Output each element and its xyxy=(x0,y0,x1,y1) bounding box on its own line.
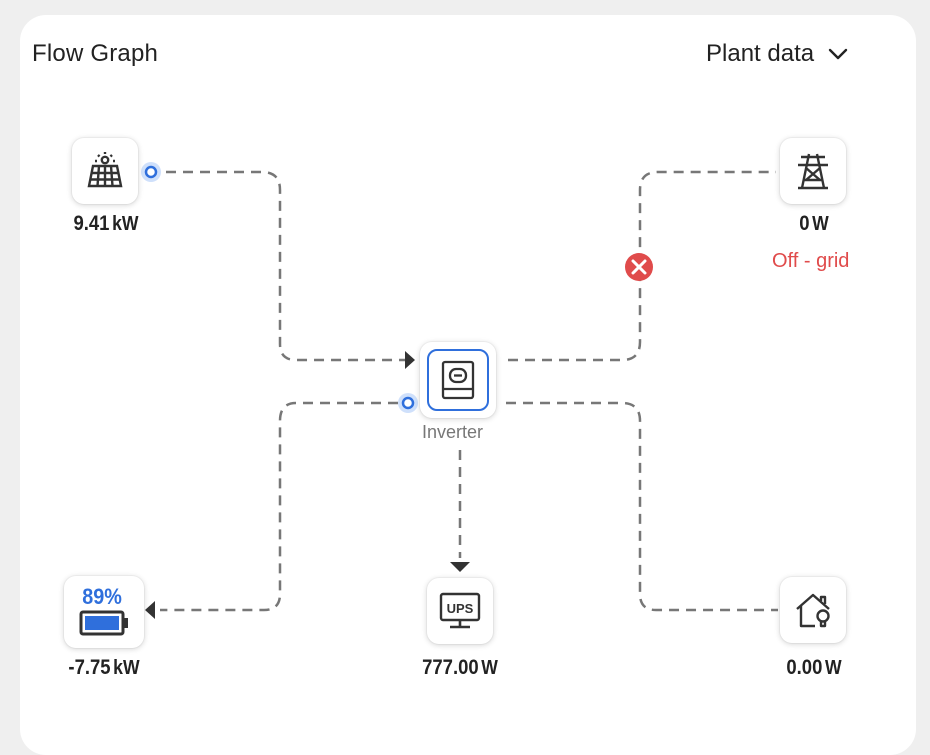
inverter-node[interactable] xyxy=(420,342,496,418)
battery-icon xyxy=(78,608,130,638)
battery-flow-dot-icon xyxy=(398,393,418,413)
chevron-down-icon xyxy=(828,47,848,61)
ups-node[interactable]: UPS xyxy=(427,578,493,644)
inverter-to-battery-line xyxy=(160,401,398,612)
inverter-frame xyxy=(427,349,489,411)
plant-data-dropdown[interactable]: Plant data xyxy=(706,36,848,72)
pv-node[interactable] xyxy=(72,138,138,204)
arrow-to-battery-icon xyxy=(145,601,155,619)
inverter-label: Inverter xyxy=(422,422,484,442)
grid-status-label: Off - grid xyxy=(772,250,850,272)
grid-node[interactable] xyxy=(780,138,846,204)
home-bulb-icon xyxy=(791,589,835,631)
inverter-to-grid-line xyxy=(508,170,776,362)
plant-data-label: Plant data xyxy=(706,40,815,67)
load-node[interactable] xyxy=(780,577,846,643)
pv-to-inverter-line xyxy=(166,170,408,362)
inverter-to-load-line xyxy=(506,401,778,612)
inverter-icon xyxy=(440,360,476,400)
pv-flow-dot-icon xyxy=(141,162,161,182)
arrow-to-inverter-icon xyxy=(405,351,415,369)
card-title: Flow Graph xyxy=(32,40,159,67)
solar-panel-icon xyxy=(84,150,126,192)
arrow-to-ups-icon xyxy=(450,562,470,572)
svg-text:UPS: UPS xyxy=(447,601,474,616)
ups-monitor-icon: UPS xyxy=(438,590,482,632)
grid-disconnected-icon xyxy=(625,253,653,281)
power-tower-icon xyxy=(792,150,834,192)
battery-soc-label: 89% xyxy=(82,584,122,609)
battery-node[interactable] xyxy=(64,576,144,648)
